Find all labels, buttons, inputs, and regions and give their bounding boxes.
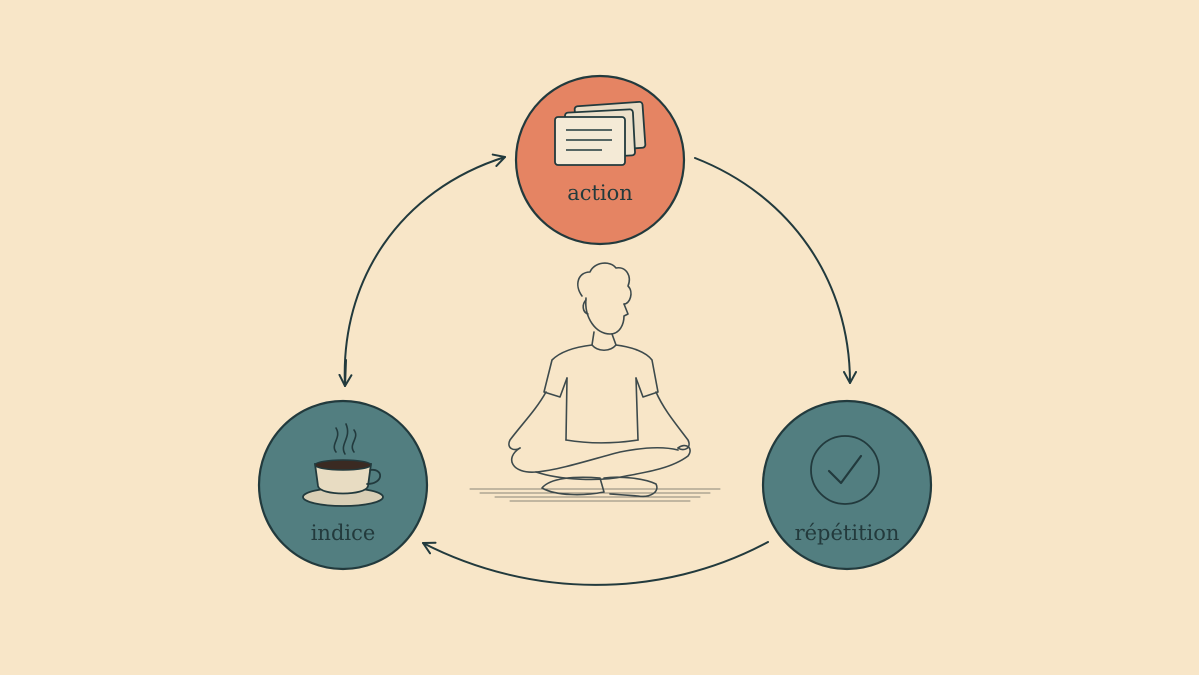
cycle-arrows xyxy=(338,153,857,586)
meditating-person-icon xyxy=(469,262,721,502)
node-indice-label: indice xyxy=(311,521,376,545)
arrow-action-to-indice xyxy=(338,359,353,387)
checkmark-icon xyxy=(810,435,880,505)
node-action: action xyxy=(514,74,686,246)
node-action-label: action xyxy=(567,181,633,205)
arrow-indice-to-action xyxy=(343,153,506,387)
coffee-cup-icon xyxy=(302,423,384,507)
node-repetition-circle xyxy=(761,399,933,571)
arrow-repetition-to-indice xyxy=(422,541,769,586)
node-indice: indice xyxy=(257,399,429,571)
arrow-action-to-repetition xyxy=(694,157,857,384)
node-repetition-label: répétition xyxy=(795,521,900,545)
index-cards-icon xyxy=(554,100,647,166)
node-repetition: répétition xyxy=(761,399,933,571)
